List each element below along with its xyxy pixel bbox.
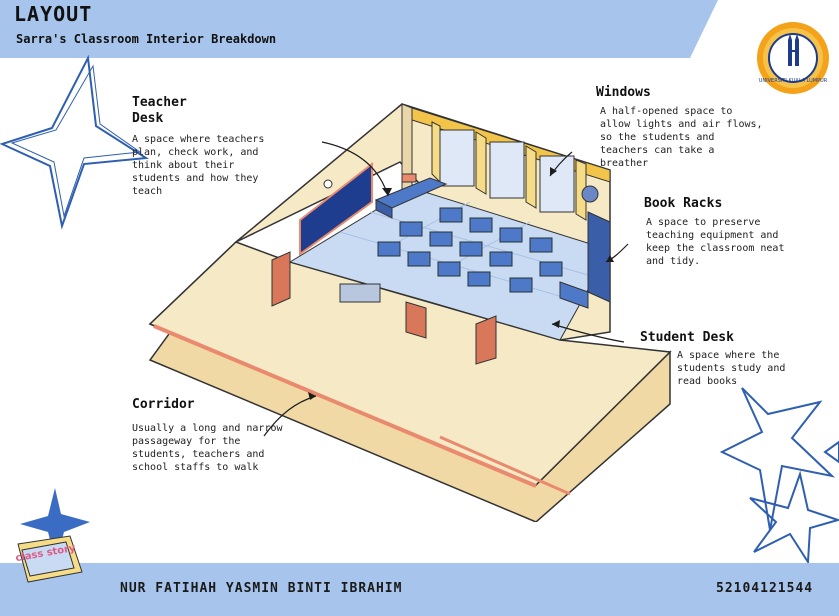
star-icon-bottom <box>749 470 839 563</box>
book-rack <box>559 185 611 309</box>
page-title: LAYOUT <box>14 2 93 26</box>
teacher-desk <box>374 173 448 219</box>
star-icon-left <box>0 54 149 230</box>
student-desk-title: Student Desk <box>640 330 734 345</box>
header-band <box>0 0 718 58</box>
author-name: NUR FATIHAH YASMIN BINTI IBRAHIM <box>120 581 403 596</box>
globe-icon <box>581 185 599 203</box>
blackboard <box>299 161 373 256</box>
star-icon-edge <box>823 440 839 464</box>
corridor-desc: Usually a long and narrow passageway for… <box>132 423 283 473</box>
logo-gear-icon <box>757 22 829 94</box>
arrow-teacher-desk <box>321 141 389 197</box>
teacher-desk-desc: A space where teachers plan, check work,… <box>132 134 265 197</box>
arrow-student-desk <box>551 323 625 343</box>
student-id: 52104121544 <box>716 581 814 596</box>
class-story-badge: class story <box>15 535 83 583</box>
footer-band <box>0 563 839 616</box>
student-desks <box>377 207 563 293</box>
classroom-illustration <box>148 103 672 522</box>
clock-icon <box>323 179 333 189</box>
windows-desc: A half-opened space to allow lights and … <box>600 106 763 169</box>
book-racks-desc: A space to preserve teaching equipment a… <box>646 217 785 267</box>
classroom-doors <box>271 251 497 365</box>
windows-title: Windows <box>596 85 651 100</box>
student-desk-desc: A space where the students study and rea… <box>677 350 786 387</box>
logo-text: UNIVERSITI KUALA LUMPUR <box>759 78 828 84</box>
university-logo: UNIVERSITI KUALA LUMPUR <box>757 22 829 94</box>
corridor-title: Corridor <box>132 397 195 412</box>
windows <box>431 121 587 221</box>
book-racks-title: Book Racks <box>644 196 723 211</box>
teacher-desk-title: Teacher Desk <box>132 95 187 126</box>
star-icon-small <box>20 488 90 563</box>
star-icon-right <box>720 387 836 531</box>
page-subtitle: Sarra's Classroom Interior Breakdown <box>16 32 277 46</box>
